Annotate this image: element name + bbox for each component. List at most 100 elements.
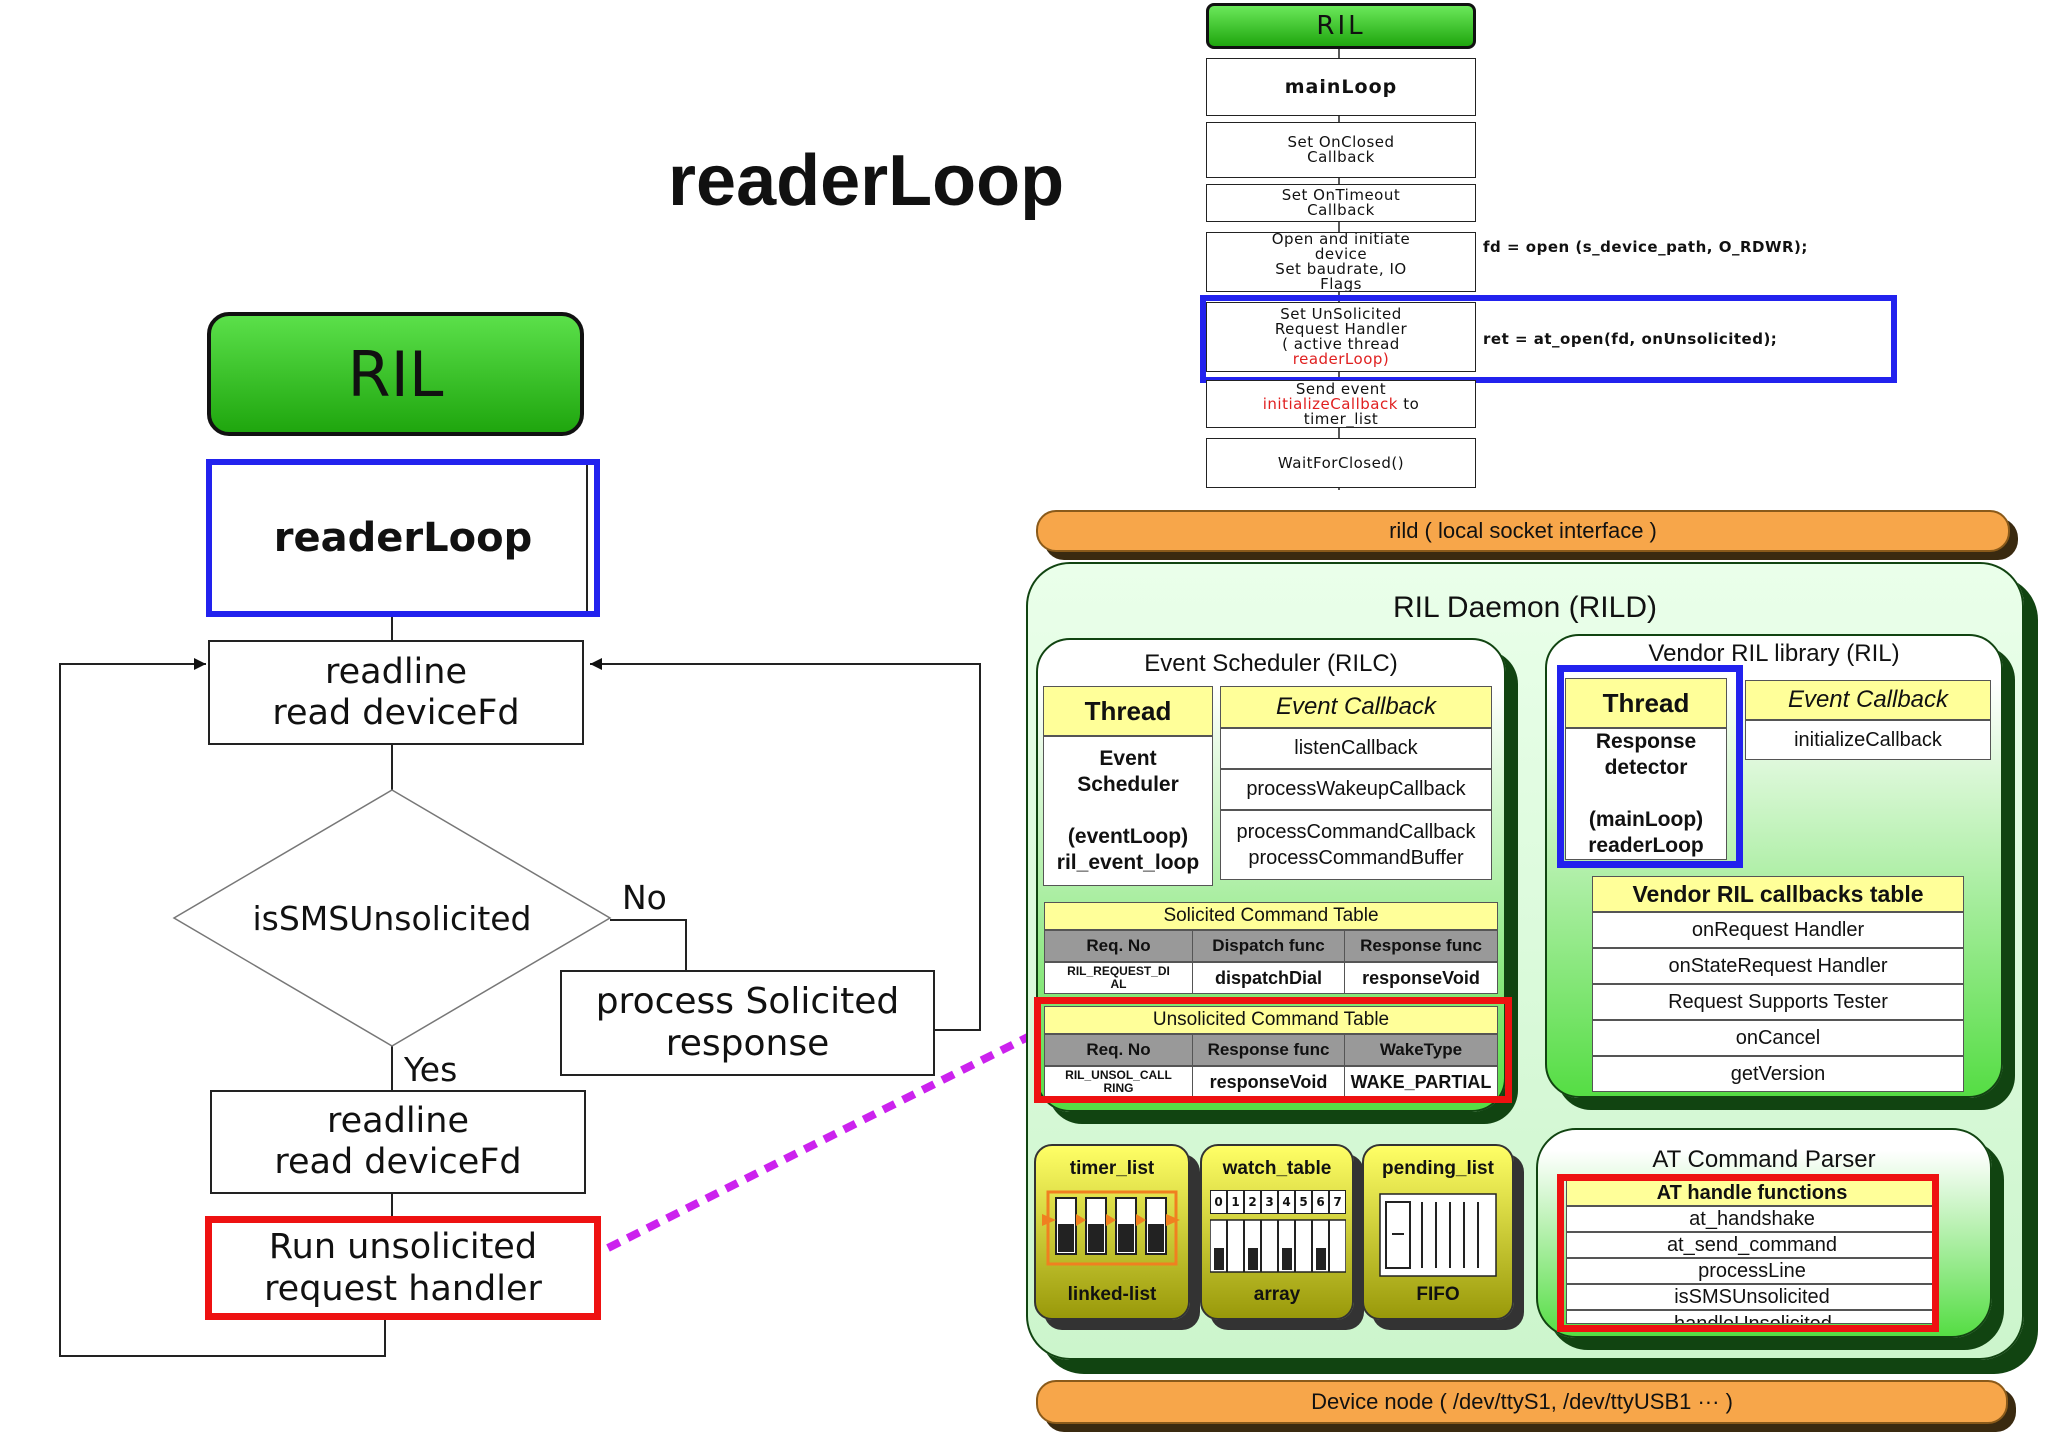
watch-table-title: watch_table <box>1222 1158 1332 1179</box>
mainloop-ril-label: RIL <box>1316 11 1366 41</box>
vendor-thread-line-4: readerLoop <box>1588 834 1704 857</box>
step-3-line-1: Open and initiate <box>1271 232 1411 248</box>
readerloop-box: readerLoop <box>206 459 600 617</box>
ret-code: ret = at_open(fd, onUnsolicited); <box>1483 330 1778 348</box>
decision-label: isSMSUnsolicited <box>252 898 532 938</box>
step-set-ontimeout: Set OnTimeout Callback <box>1206 184 1476 222</box>
rilc-callback-label: Event Callback <box>1275 693 1437 720</box>
initializecallback-red: initializeCallback <box>1262 394 1398 413</box>
step-4-line-4: readerLoop) <box>1292 350 1390 368</box>
step-1-line-1: Set OnClosed <box>1287 133 1395 151</box>
fd-code: fd = open (s_device_path, O_RDWR); <box>1483 238 1808 256</box>
rilc-cb-command-1: processCommandCallback <box>1236 821 1476 843</box>
solicited-title: Solicited Command Table <box>1044 902 1498 930</box>
at-row-send-command: at_send_command <box>1566 1232 1938 1258</box>
step-5-to: to <box>1403 394 1420 413</box>
step-1-line-2: Callback <box>1307 148 1375 166</box>
step-3-line-3: Set baudrate, IO <box>1275 260 1407 278</box>
socket-label: rild ( local socket interface ) <box>1389 518 1657 543</box>
decision-diamond <box>172 789 612 1047</box>
vendor-row-oncancel: onCancel <box>1592 1020 1964 1056</box>
step-open-device: Open and initiate device Set baudrate, I… <box>1206 232 1476 292</box>
solicited-header-row: Req. No Dispatch func Response func <box>1044 930 1498 962</box>
readline-box-2: readline read deviceFd <box>210 1090 586 1194</box>
pending-list-icon <box>1379 1193 1497 1277</box>
page-title: readerLoop <box>668 141 1065 221</box>
vendor-callback-label: Event Callback <box>1787 686 1949 713</box>
step-4-line-1: Set UnSolicited <box>1280 305 1402 323</box>
step-2-line-2: Callback <box>1307 201 1375 219</box>
unsolicited-h-reqno: Req. No <box>1045 1035 1193 1065</box>
mainloop-ril-header: RIL <box>1206 3 1476 49</box>
rilc-thread-body: Event Scheduler (eventLoop) ril_event_lo… <box>1043 736 1213 886</box>
rilc-callback-header: Event Callback <box>1220 686 1492 728</box>
unsolicited-waketype: WAKE_PARTIAL <box>1350 1071 1492 1092</box>
solicited-h-dispatch: Dispatch func <box>1193 931 1345 961</box>
solicited-response: responseVoid <box>1362 967 1480 988</box>
unsolicited-reqno: RIL_UNSOL_CALL RING <box>1045 1067 1193 1097</box>
step-wait-for-closed: WaitForClosed() <box>1206 438 1476 488</box>
rilc-cb-command-2: processCommandBuffer <box>1248 847 1464 869</box>
at-open-highlight <box>1200 295 1897 383</box>
run-unsolicited-box: Run unsolicited request handler <box>205 1216 601 1320</box>
mainloop-label: mainLoop <box>1284 76 1398 98</box>
solicited-dispatch: dispatchDial <box>1193 963 1345 993</box>
rild-title: RIL Daemon (RILD) <box>1393 591 1657 624</box>
readline-box-1: readline read deviceFd <box>208 640 584 745</box>
vendor-row-onrequest: onRequest Handler <box>1592 912 1964 948</box>
ril-label: RIL <box>347 337 444 411</box>
step-3-line-4: Flags <box>1320 275 1362 292</box>
vendor-thread-line-1: Response <box>1595 730 1697 753</box>
watch-digit-1: 1 <box>1227 1190 1244 1214</box>
solicited-row: RIL_REQUEST_DI AL dispatchDial responseV… <box>1044 962 1498 994</box>
rilc-title: Event Scheduler (RILC) <box>1144 650 1398 677</box>
unsolicited-reqno-1: RIL_UNSOL_CALL <box>1065 1068 1172 1082</box>
step-set-unsolicited: Set UnSolicited Request Handler ( active… <box>1206 302 1476 372</box>
watch-digit-6: 6 <box>1312 1190 1329 1214</box>
vendor-callback-header: Event Callback <box>1745 680 1991 720</box>
rilc-thread-label: Thread <box>1084 695 1172 726</box>
at-row-issmsunsolicited: isSMSUnsolicited <box>1566 1284 1938 1310</box>
read-devicefd-label-1: read deviceFd <box>272 692 520 733</box>
unsolicited-title: Unsolicited Command Table <box>1044 1006 1498 1034</box>
at-row-handleunsolicited-text: handleUnsolicited <box>1674 1312 1832 1324</box>
vendor-thread-header: Thread <box>1565 678 1727 728</box>
unsolicited-highlight <box>1034 997 1512 1103</box>
at-row-handleunsolicited: handleUnsolicited <box>1566 1310 1938 1324</box>
readline-label-1: readline <box>325 651 467 692</box>
device-node-label: Device node ( /dev/ttyS1, /dev/ttyUSB1 ·… <box>1311 1389 1733 1414</box>
step-6-line-1: WaitForClosed() <box>1277 453 1405 472</box>
ril-header-box: RIL <box>207 312 584 436</box>
step-send-event: Send event initializeCallback to timer_l… <box>1206 380 1476 428</box>
device-node-bar: Device node ( /dev/ttyS1, /dev/ttyUSB1 ·… <box>1036 1380 2008 1424</box>
run-label-2: request handler <box>264 1269 542 1309</box>
unsolicited-header-row: Req. No Response func WakeType <box>1044 1034 1498 1066</box>
vendor-thread-line-3: (mainLoop) <box>1588 808 1704 831</box>
readline-label-2: readline <box>327 1101 469 1141</box>
rilc-thread-line-1: Event <box>1099 747 1157 770</box>
pending-list-label: FIFO <box>1416 1284 1460 1305</box>
vendor-row-supports-tester: Request Supports Tester <box>1592 984 1964 1020</box>
step-2-line-1: Set OnTimeout <box>1281 186 1401 204</box>
watch-table-icon <box>1210 1219 1346 1273</box>
step-5-line-3: timer_list <box>1303 409 1379 428</box>
rilc-cb-listen: listenCallback <box>1220 728 1492 769</box>
watch-digit-4: 4 <box>1278 1190 1295 1214</box>
step-5-line-2: initializeCallback to <box>1262 394 1420 413</box>
step-4-line-2: Request Handler <box>1274 320 1408 338</box>
solicited-reqno-2: AL <box>1110 977 1127 991</box>
watch-digit-3: 3 <box>1261 1190 1278 1214</box>
timer-list-title: timer_list <box>1069 1158 1155 1179</box>
vendor-table-title: Vendor RIL callbacks table <box>1592 876 1964 912</box>
at-row-processline: processLine <box>1566 1258 1938 1284</box>
timer-list-icon <box>1042 1190 1180 1266</box>
rilc-thread-line-3: (eventLoop) <box>1067 825 1189 848</box>
vendor-row-onstaterequest: onStateRequest Handler <box>1592 948 1964 984</box>
vendor-thread-label: Thread <box>1602 687 1690 718</box>
rilc-thread-line-4: ril_event_loop <box>1056 851 1200 874</box>
vendor-thread-line-2: detector <box>1604 756 1688 779</box>
watch-table-label: array <box>1253 1284 1301 1305</box>
solicited-reqno: RIL_REQUEST_DI AL <box>1045 963 1193 993</box>
step-5-line-1: Send event <box>1295 380 1387 398</box>
